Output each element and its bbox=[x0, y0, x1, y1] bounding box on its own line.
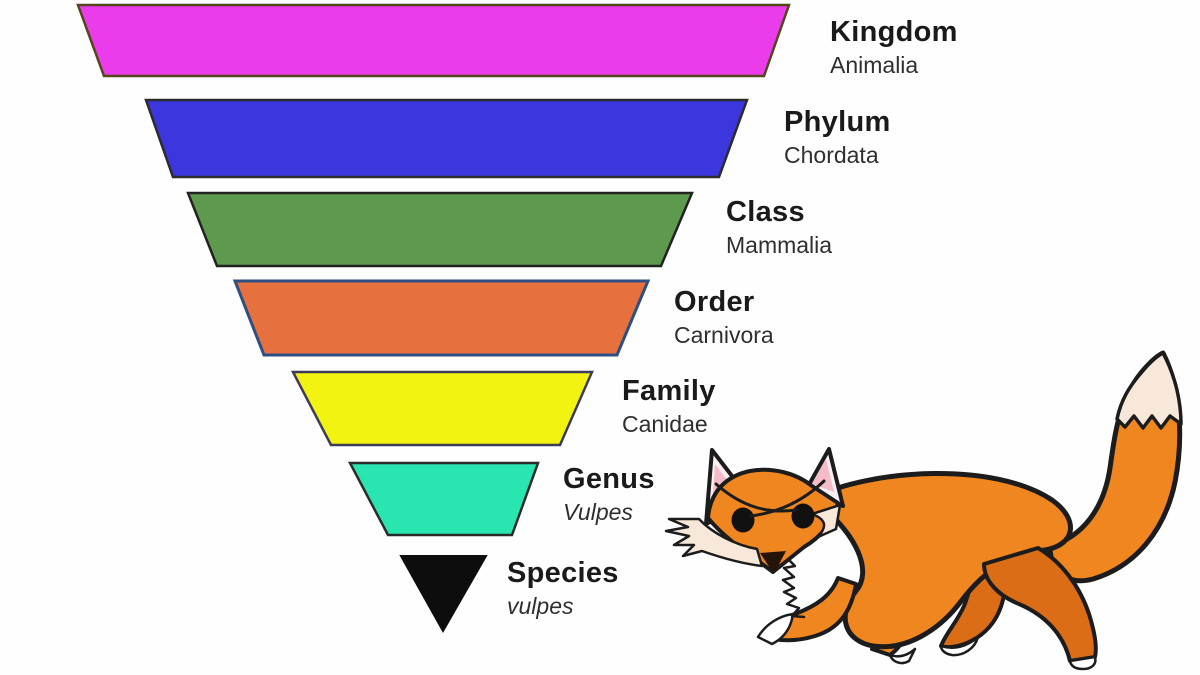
rank-order: Order bbox=[674, 286, 755, 318]
funnel-level-order bbox=[232, 279, 651, 357]
funnel-level-kingdom bbox=[76, 3, 791, 78]
taxon-vulpes-species: vulpes bbox=[507, 593, 574, 619]
fox-forehead-line-left bbox=[714, 482, 798, 513]
rank-kingdom: Kingdom bbox=[830, 16, 958, 48]
rank-phylum: Phylum bbox=[784, 106, 891, 138]
rank-class: Class bbox=[726, 196, 805, 228]
taxon-animalia: Animalia bbox=[830, 52, 919, 78]
label-genus: Genus Vulpes bbox=[563, 463, 655, 527]
label-family: Family Canidae bbox=[622, 375, 716, 439]
fox-front-paw-near bbox=[756, 612, 795, 646]
fox-eye-left bbox=[731, 507, 755, 533]
label-phylum: Phylum Chordata bbox=[784, 106, 891, 170]
fox-front-paw-far bbox=[888, 647, 917, 665]
fox-eye-right bbox=[791, 503, 815, 529]
label-kingdom: Kingdom Animalia bbox=[830, 16, 958, 80]
label-species: Species vulpes bbox=[507, 557, 619, 621]
funnel-level-phylum bbox=[144, 98, 749, 179]
fox-hind-paw-near bbox=[1068, 655, 1097, 671]
taxon-canidae: Canidae bbox=[622, 411, 708, 437]
funnel-level-class bbox=[186, 191, 694, 268]
rank-genus: Genus bbox=[563, 463, 655, 495]
fox-hind-paw-far bbox=[939, 635, 980, 657]
taxonomy-funnel bbox=[76, 3, 791, 634]
funnel-level-species bbox=[399, 555, 488, 634]
funnel-level-family bbox=[290, 370, 594, 447]
fox-forehead-line-right bbox=[749, 479, 826, 518]
rank-family: Family bbox=[622, 375, 716, 407]
taxon-chordata: Chordata bbox=[784, 142, 879, 168]
label-class: Class Mammalia bbox=[726, 196, 832, 260]
fox-tail-tip bbox=[1115, 351, 1183, 430]
taxon-mammalia: Mammalia bbox=[726, 232, 833, 258]
rank-species: Species bbox=[507, 557, 619, 589]
fox-illustration bbox=[664, 350, 1183, 671]
taxon-vulpes-genus: Vulpes bbox=[563, 499, 633, 525]
funnel-level-genus bbox=[347, 461, 540, 537]
fox-ear-right-inner bbox=[812, 459, 834, 492]
fox-nose bbox=[760, 551, 786, 574]
label-order: Order Carnivora bbox=[674, 286, 774, 350]
fox-cheek-right bbox=[810, 503, 842, 539]
fox-chest-fur bbox=[781, 556, 806, 619]
fox-cheek-left bbox=[664, 517, 764, 568]
taxon-carnivora: Carnivora bbox=[674, 322, 774, 348]
